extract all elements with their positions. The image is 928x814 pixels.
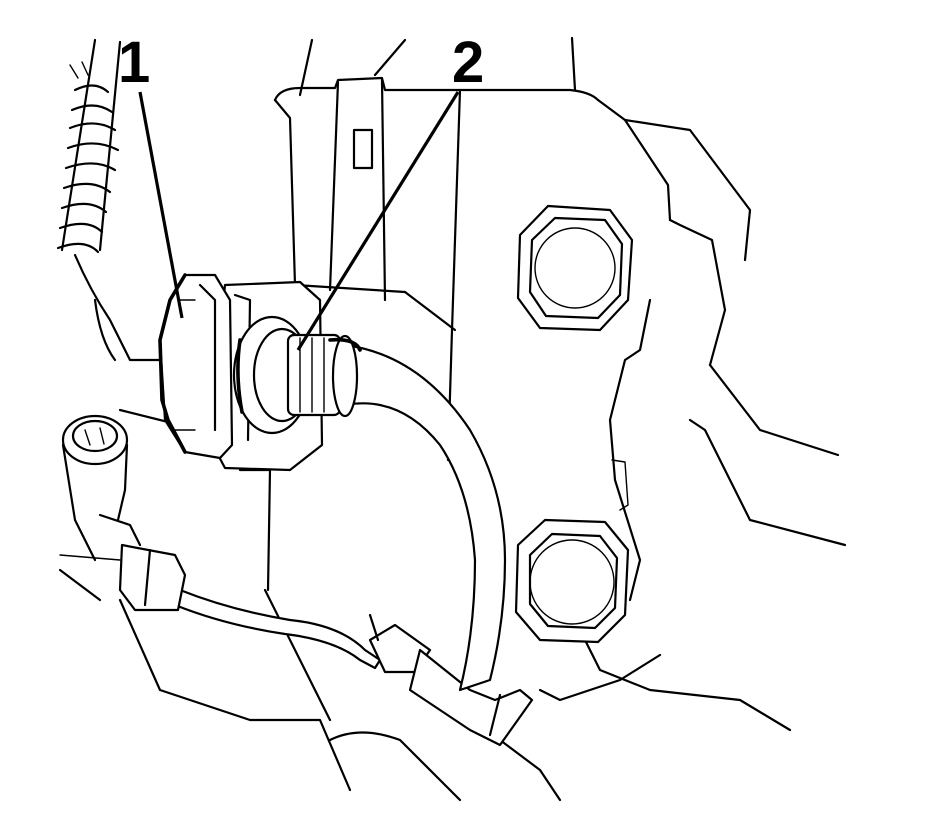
hose-fitting [232, 315, 362, 435]
callout-1: 1 [118, 30, 184, 319]
callout-2-label: 2 [452, 30, 484, 95]
wiring-harness [59, 513, 534, 747]
callout-1-label: 1 [118, 30, 150, 95]
callout-2: 2 [296, 30, 484, 351]
upper-hex-nut [516, 204, 634, 332]
hose-tube [343, 343, 507, 692]
bracket-bolt [61, 414, 129, 562]
housing-casting [56, 36, 847, 802]
coil-spring [56, 61, 120, 254]
lower-hex-nut [514, 518, 630, 644]
